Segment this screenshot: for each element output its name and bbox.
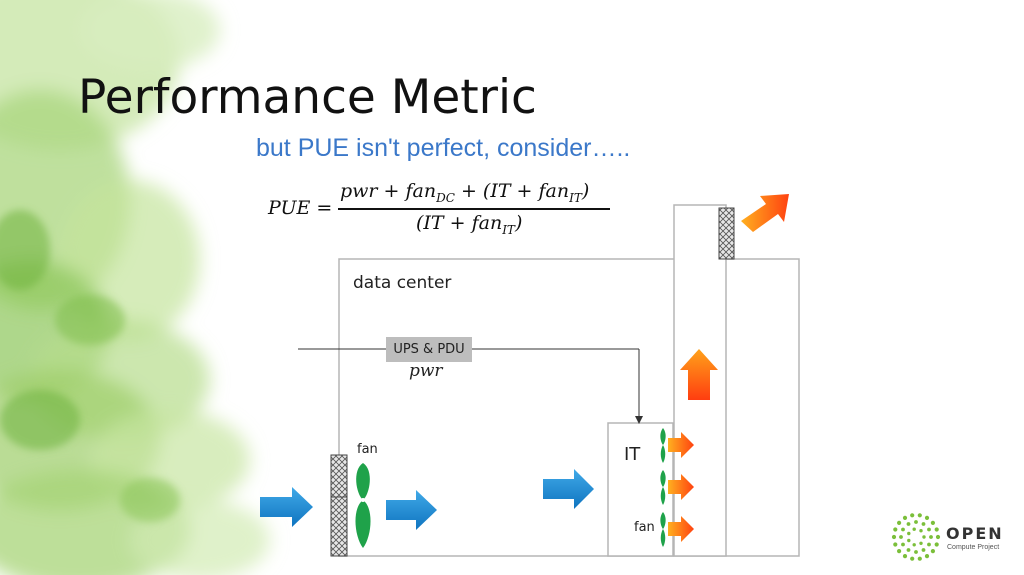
numerator-sub-dc: DC xyxy=(436,190,455,205)
ocp-logo-dot xyxy=(919,529,923,533)
ocp-logo-dot xyxy=(921,522,926,526)
ocp-logo-dot xyxy=(901,542,905,547)
ocp-logo-dot xyxy=(924,515,930,521)
denominator-close: ) xyxy=(514,212,523,234)
ocp-logo-dot xyxy=(910,556,915,561)
equation-denominator: (IT + fanIT) xyxy=(416,212,522,237)
numerator-sub-it: IT xyxy=(569,190,582,205)
orange-arrow-it-3 xyxy=(668,516,694,542)
ocp-logo-dot xyxy=(930,549,936,554)
orange-arrow-it-2 xyxy=(668,474,694,500)
ocp-logo-dot xyxy=(893,527,898,532)
ocp-logo-dot xyxy=(914,520,918,524)
denominator-sub-it: IT xyxy=(502,222,515,237)
it-label: IT xyxy=(624,444,641,465)
equation-numerator: pwr + fanDC + (IT + fanIT) xyxy=(340,180,589,205)
ocp-logo-dot xyxy=(906,522,911,526)
ocp-logo-dot xyxy=(912,527,916,531)
ocp-logo-dot xyxy=(930,520,936,526)
data-center-label: data center xyxy=(353,273,452,293)
equation-lhs: PUE = xyxy=(268,197,333,219)
ocp-logo-dot xyxy=(902,554,908,559)
ocp-logo-dot xyxy=(917,556,922,561)
ocp-logo-dot xyxy=(901,527,905,532)
ocp-logo-dot xyxy=(902,515,908,521)
numerator-close: ) xyxy=(581,180,590,202)
blue-arrow-intake xyxy=(260,487,313,527)
blue-arrow-to-it xyxy=(543,469,594,509)
blue-arrow-after-fan xyxy=(386,490,437,530)
ocp-logo-dot xyxy=(934,527,939,532)
exhaust-filter xyxy=(718,207,735,260)
ocp-logo-dot xyxy=(910,513,915,518)
ocp-logo-dot xyxy=(914,550,918,554)
ocp-logo-dot xyxy=(899,535,903,539)
ocp-logo-dot xyxy=(934,542,939,547)
ocp-logo-dot xyxy=(893,542,898,547)
ocp-logo-subtitle: Compute Project xyxy=(947,544,1000,551)
ocp-logo-text: OPEN xyxy=(946,524,1004,543)
ocp-logo-dot xyxy=(897,549,902,554)
slide-subtitle: but PUE isn't perfect, consider….. xyxy=(256,134,631,162)
ocp-logo-dot xyxy=(891,534,897,540)
slide-title: Performance Metric xyxy=(78,70,537,125)
ocp-logo-dot xyxy=(924,554,930,559)
fraction-bar xyxy=(338,208,610,210)
ocp-logo-dot xyxy=(907,531,911,536)
denominator-open: (IT + fan xyxy=(416,212,503,234)
orange-arrow-up xyxy=(680,349,718,400)
ocp-logo-dot xyxy=(922,535,926,539)
ocp-logo-dot xyxy=(929,535,933,539)
power-line-arrowhead xyxy=(635,416,643,424)
fan-label-it: fan xyxy=(634,520,655,535)
ocp-logo-dot xyxy=(897,520,902,526)
ocp-logo-dot xyxy=(927,542,931,547)
main-fan-icon xyxy=(355,463,371,548)
it-fan-icon-3 xyxy=(660,512,666,547)
ocp-logo-dot xyxy=(907,538,911,543)
intake-filter xyxy=(330,454,348,557)
ocp-dot-ring-icon xyxy=(891,513,941,561)
ocp-logo-dot xyxy=(906,548,911,552)
pwr-label: pwr xyxy=(409,361,443,381)
it-fan-icon-1 xyxy=(660,428,666,463)
ocp-logo-dot xyxy=(927,527,931,532)
numerator-part-1: pwr + fan xyxy=(340,180,437,202)
ups-pdu-box: UPS & PDU xyxy=(386,337,472,362)
orange-arrow-exhaust xyxy=(741,194,789,232)
ocp-logo-dot xyxy=(921,548,926,552)
ocp-logo-dot xyxy=(935,534,941,540)
ocp-logo-dot xyxy=(917,513,922,518)
ocp-logo-dot xyxy=(912,543,916,547)
ocp-logo-dot xyxy=(919,541,923,545)
fan-label-main: fan xyxy=(357,442,378,457)
orange-arrow-it-1 xyxy=(668,432,694,458)
it-fan-icon-2 xyxy=(660,470,666,505)
numerator-part-2: + (IT + fan xyxy=(454,180,570,202)
